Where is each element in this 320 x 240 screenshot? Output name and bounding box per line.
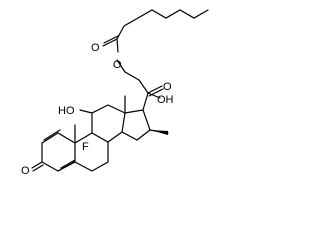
ketone-o-label: O [163, 81, 172, 93]
hydroxyl-17-label: OH [157, 94, 174, 106]
hydroxyl-11-label: HO [58, 105, 75, 117]
ring-a [31, 129, 76, 172]
ester-linkage [116, 59, 140, 81]
ester-o-label: O [91, 42, 100, 54]
ester-bridge-o-label: O [113, 59, 122, 71]
ring-b [74, 124, 109, 172]
ketone-3-o-label: O [21, 165, 30, 177]
ring-c [79, 95, 126, 143]
acyl-chain [102, 9, 209, 53]
fluorine-label: F [82, 141, 89, 153]
chemical-structure-drawing: O O O OH HO F O [21, 9, 209, 177]
